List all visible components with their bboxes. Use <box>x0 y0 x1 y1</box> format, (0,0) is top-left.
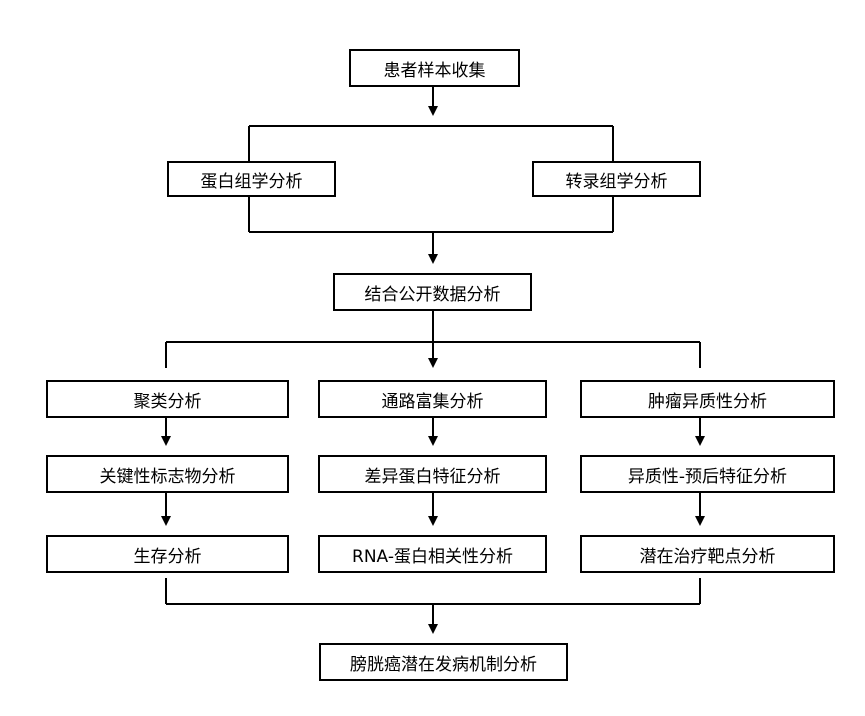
node-clustering: 聚类分析 <box>46 380 289 418</box>
node-pathway-enrichment: 通路富集分析 <box>318 380 547 418</box>
node-biomarker: 关键性标志物分析 <box>46 455 289 493</box>
node-tumor-heterogeneity: 肿瘤异质性分析 <box>580 380 835 418</box>
node-survival: 生存分析 <box>46 535 289 573</box>
arrow-head <box>428 106 438 116</box>
arrow-head <box>428 254 438 264</box>
arrow-head <box>428 516 438 526</box>
arrow-head <box>161 516 171 526</box>
arrow-head <box>695 436 705 446</box>
node-public-data: 结合公开数据分析 <box>333 273 532 311</box>
node-therapy-target: 潜在治疗靶点分析 <box>580 535 835 573</box>
arrow-head <box>695 516 705 526</box>
node-transcriptomics: 转录组学分析 <box>532 161 701 197</box>
node-mechanism: 膀胱癌潜在发病机制分析 <box>319 643 568 681</box>
node-diff-protein: 差异蛋白特征分析 <box>318 455 547 493</box>
arrow-head <box>428 358 438 368</box>
node-sample-collection: 患者样本收集 <box>349 49 520 87</box>
node-rna-protein-correlation: RNA-蛋白相关性分析 <box>318 535 547 573</box>
node-proteomics: 蛋白组学分析 <box>167 161 336 197</box>
arrow-head <box>161 436 171 446</box>
arrow-head <box>428 436 438 446</box>
arrow-head <box>428 624 438 634</box>
node-heterogeneity-prognosis: 异质性-预后特征分析 <box>580 455 835 493</box>
